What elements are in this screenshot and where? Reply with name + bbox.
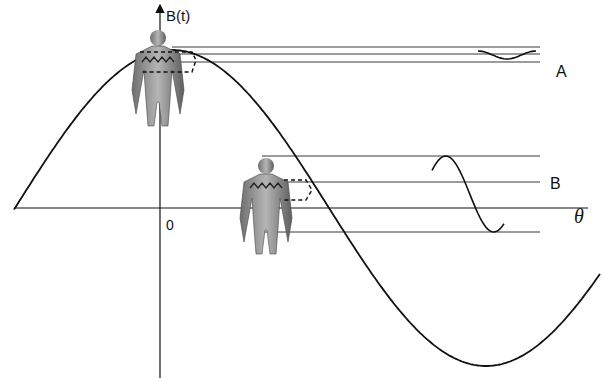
origin-label: 0 xyxy=(166,218,174,232)
small-wave xyxy=(478,51,536,59)
large-wave xyxy=(432,156,504,232)
sine-curve xyxy=(14,50,600,366)
axis-label: B(t) xyxy=(166,8,190,23)
axis-label: θ xyxy=(574,206,584,226)
range-lines-a xyxy=(172,47,540,62)
theta-axis xyxy=(14,207,588,208)
case-label: B xyxy=(550,176,561,192)
human-figure xyxy=(132,30,196,126)
human-figure xyxy=(240,158,312,254)
case-label: A xyxy=(556,64,567,80)
